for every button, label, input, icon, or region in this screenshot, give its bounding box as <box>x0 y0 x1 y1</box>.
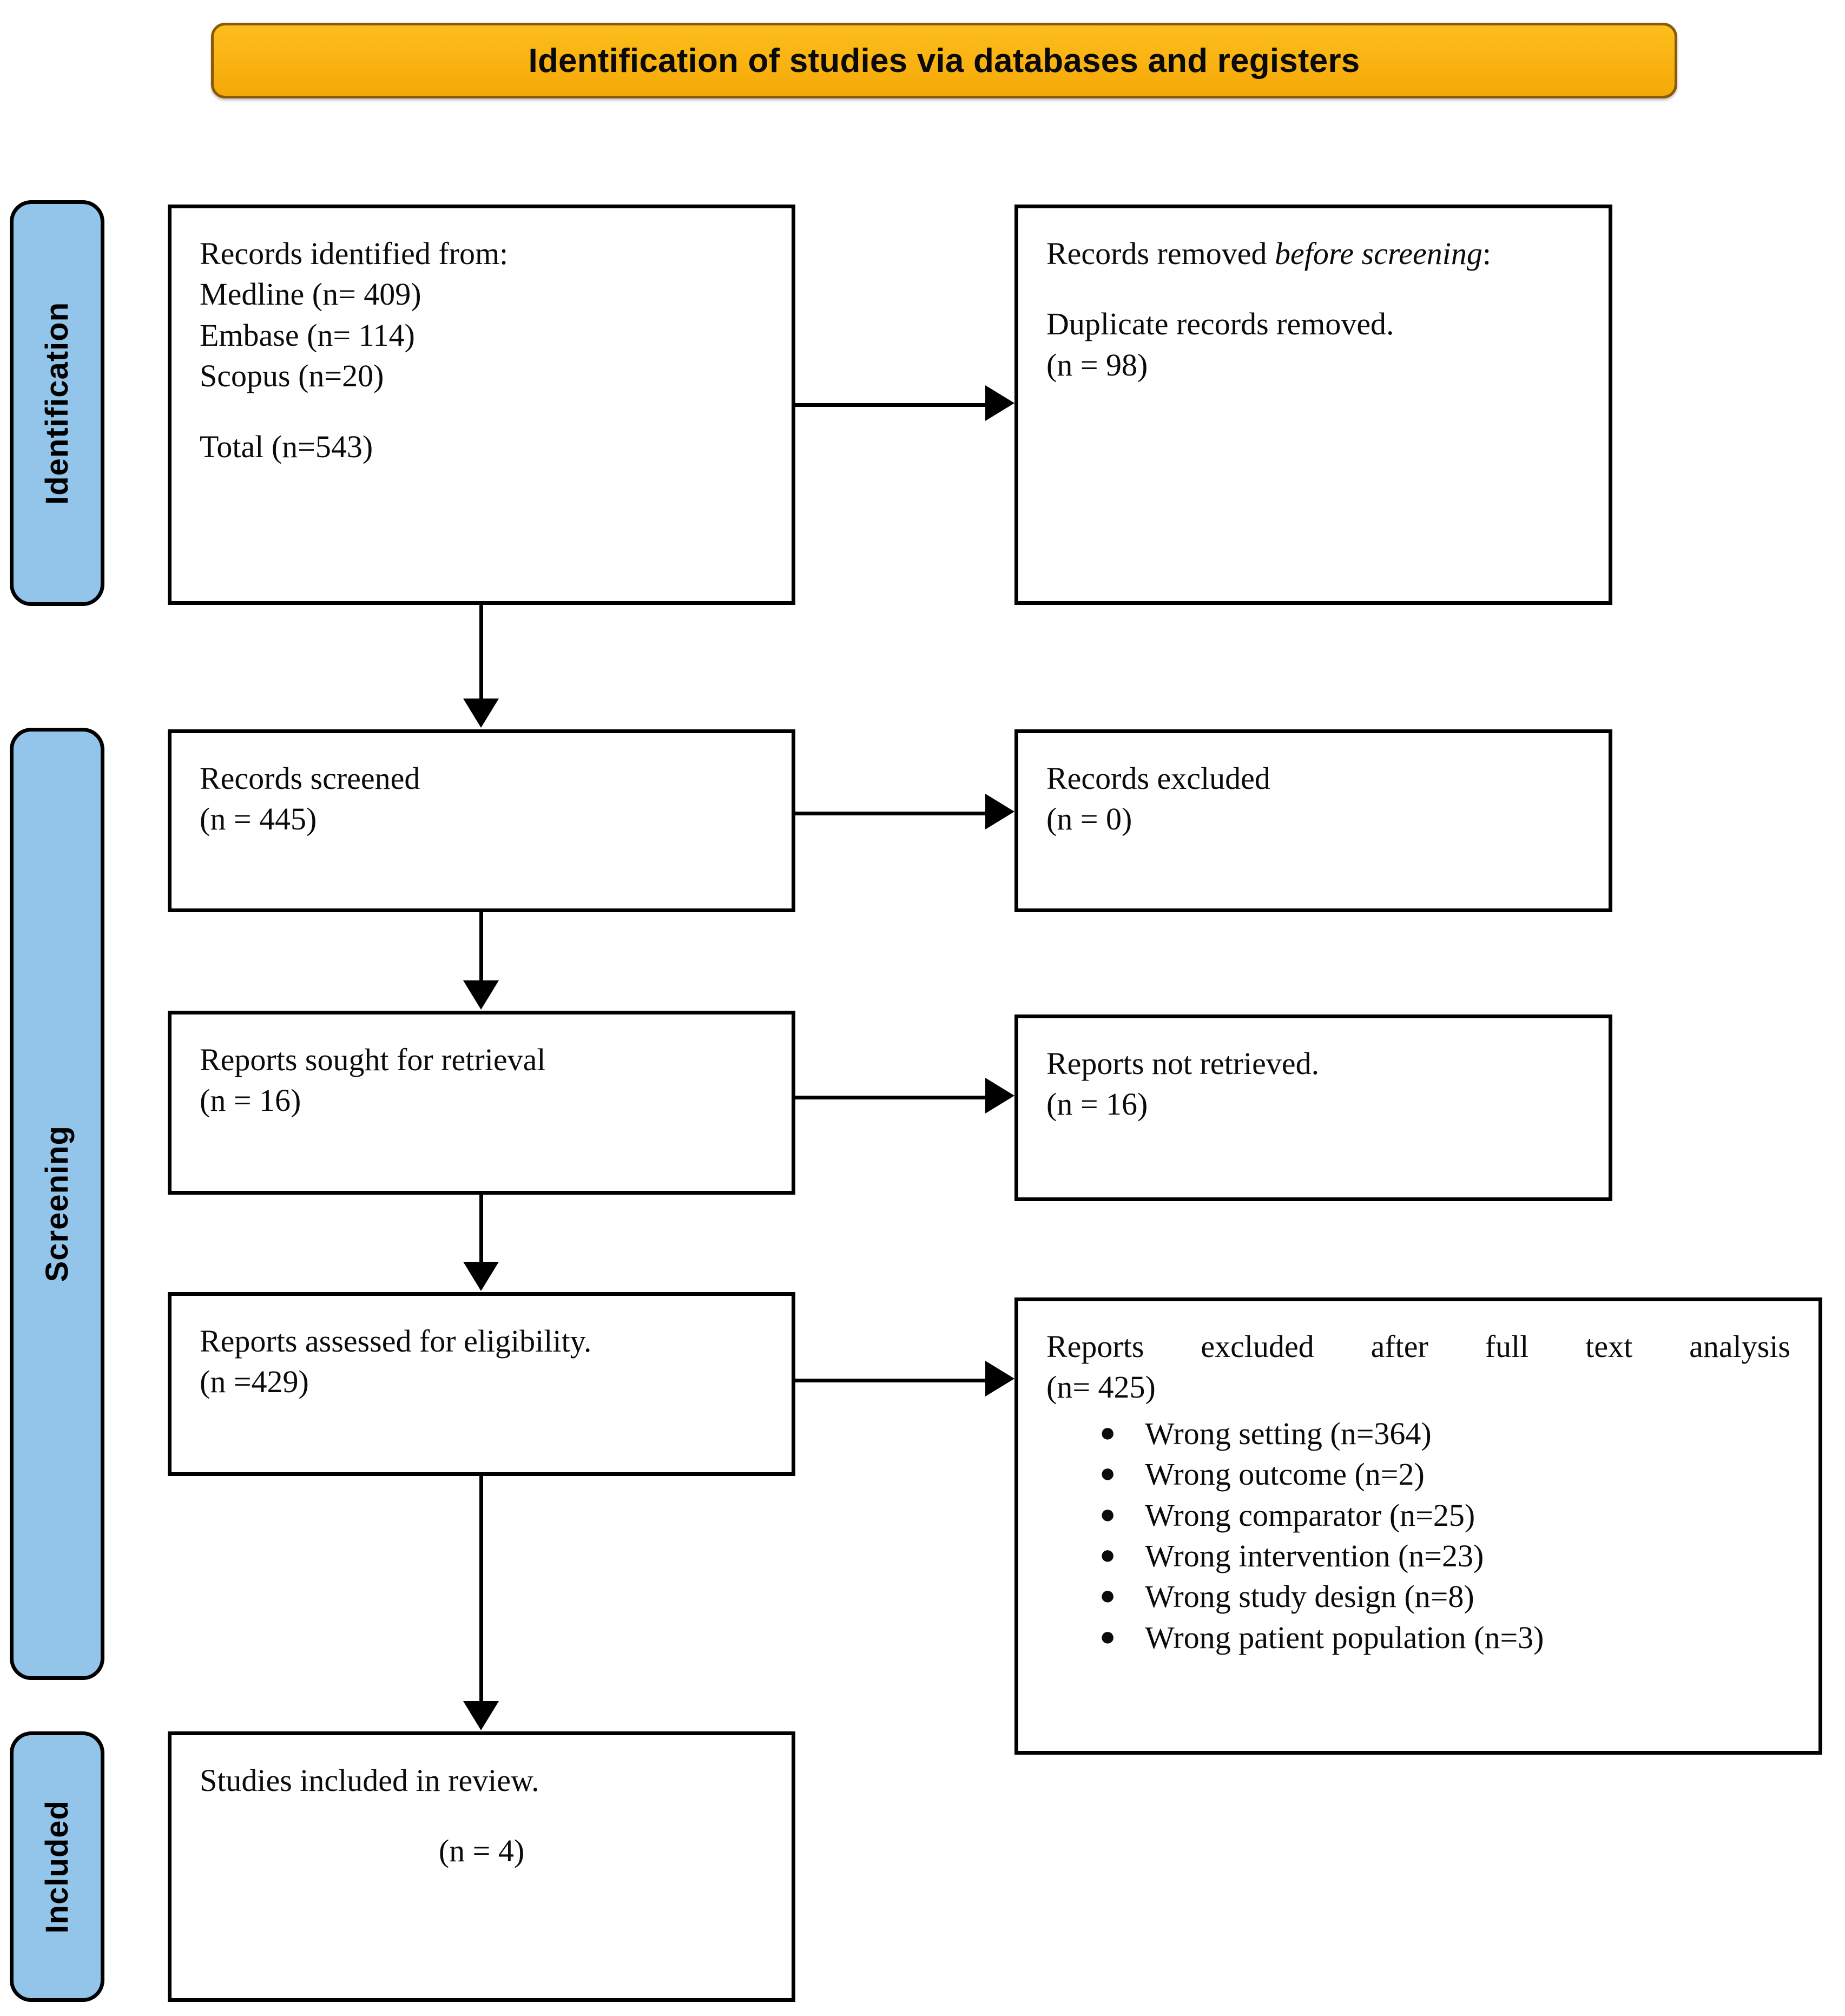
records-screened-label: Records screened <box>200 761 420 796</box>
list-item: ● Wrong intervention (n=23) <box>1099 1536 1790 1576</box>
records-identified-medline: Medline (n= 409) <box>200 276 421 312</box>
reports-sought-count: (n = 16) <box>200 1083 301 1118</box>
list-item: ● Wrong setting (n=364) <box>1099 1413 1790 1454</box>
bullet-icon: ● <box>1099 1417 1116 1447</box>
exclusion-reason-label: Wrong intervention (n=23) <box>1145 1538 1484 1573</box>
duplicate-records-removed-count: (n = 98) <box>1046 347 1148 383</box>
records-identified-scopus: Scopus (n=20) <box>200 358 384 394</box>
box-records-identified: Records identified from: Medline (n= 409… <box>168 205 795 605</box>
reports-not-retrieved-count: (n = 16) <box>1046 1086 1148 1122</box>
duplicate-records-removed-label: Duplicate records removed. <box>1046 306 1394 342</box>
bullet-icon: ● <box>1099 1498 1116 1529</box>
records-removed-heading: Records removed before screening: <box>1046 233 1580 274</box>
bullet-icon: ● <box>1099 1458 1116 1488</box>
connector-identified-to-screened <box>479 605 483 700</box>
arrowhead-right-icon <box>985 1078 1014 1114</box>
box-reports-assessed: Reports assessed for eligibility. (n =42… <box>168 1292 795 1476</box>
box-records-screened: Records screened (n = 445) <box>168 729 795 912</box>
exclusion-reason-label: Wrong patient population (n=3) <box>1145 1619 1544 1655</box>
list-item: ● Wrong study design (n=8) <box>1099 1576 1790 1617</box>
stage-label-identification: Identification <box>39 301 75 505</box>
arrowhead-right-icon <box>985 794 1014 829</box>
reports-assessed-label: Reports assessed for eligibility. <box>200 1323 592 1359</box>
box-reports-sought: Reports sought for retrieval (n = 16) <box>168 1011 795 1195</box>
stage-bar-identification: Identification <box>10 200 104 606</box>
bullet-icon: ● <box>1099 1539 1116 1570</box>
records-identified-embase: Embase (n= 114) <box>200 317 415 353</box>
stage-label-included: Included <box>39 1800 75 1934</box>
exclusion-reason-label: Wrong comparator (n=25) <box>1145 1497 1475 1533</box>
spacer <box>200 397 763 426</box>
reports-not-retrieved-label: Reports not retrieved. <box>1046 1046 1320 1081</box>
arrowhead-down-icon <box>463 980 499 1010</box>
spacer <box>1046 274 1580 304</box>
records-removed-heading-emphasis: before screening <box>1274 236 1482 271</box>
arrowhead-down-icon <box>463 699 499 728</box>
full-text-excluded-heading: Reports excluded after full text analysi… <box>1046 1329 1790 1364</box>
exclusion-reason-list: ● Wrong setting (n=364) ● Wrong outcome (n… <box>1046 1413 1790 1658</box>
records-removed-heading-prefix: Records removed <box>1046 236 1275 271</box>
reports-sought-label: Reports sought for retrieval <box>200 1042 546 1077</box>
connector-identified-to-removed <box>795 403 985 407</box>
arrowhead-right-icon <box>985 1361 1014 1396</box>
list-item: ● Wrong comparator (n=25) <box>1099 1495 1790 1536</box>
list-item: ● Wrong outcome (n=2) <box>1099 1454 1790 1494</box>
records-removed-heading-suffix: : <box>1482 236 1491 271</box>
diagram-title-text: Identification of studies via databases … <box>528 42 1360 80</box>
list-item: ● Wrong patient population (n=3) <box>1099 1617 1790 1658</box>
stage-bar-included: Included <box>10 1731 104 2002</box>
box-records-removed: Records removed before screening: Duplic… <box>1014 205 1612 605</box>
studies-included-label: Studies included in review. <box>200 1763 539 1798</box>
arrowhead-down-icon <box>463 1701 499 1730</box>
connector-assessed-to-full-text-excluded <box>795 1379 985 1382</box>
stage-label-screening: Screening <box>39 1125 75 1282</box>
connector-screened-to-excluded <box>795 812 985 815</box>
studies-included-count: (n = 4) <box>438 1833 525 1869</box>
box-records-excluded: Records excluded (n = 0) <box>1014 729 1612 912</box>
records-excluded-label: Records excluded <box>1046 761 1270 796</box>
records-screened-count: (n = 445) <box>200 801 317 837</box>
arrowhead-down-icon <box>463 1262 499 1291</box>
connector-screened-to-sought <box>479 912 483 981</box>
full-text-excluded-count: (n= 425) <box>1046 1369 1156 1405</box>
reports-assessed-count: (n =429) <box>200 1364 309 1400</box>
box-reports-not-retrieved: Reports not retrieved. (n = 16) <box>1014 1014 1612 1201</box>
exclusion-reason-label: Wrong outcome (n=2) <box>1145 1457 1425 1492</box>
bullet-icon: ● <box>1099 1580 1116 1611</box>
connector-sought-to-not-retrieved <box>795 1096 985 1099</box>
connector-assessed-to-included <box>479 1476 483 1702</box>
box-studies-included: Studies included in review. (n = 4) <box>168 1731 795 2002</box>
stage-bar-screening: Screening <box>10 728 104 1680</box>
records-identified-heading: Records identified from: <box>200 236 509 271</box>
exclusion-reason-label: Wrong setting (n=364) <box>1145 1415 1432 1451</box>
connector-sought-to-assessed <box>479 1195 483 1263</box>
records-identified-total: Total (n=543) <box>200 429 373 464</box>
bullet-icon: ● <box>1099 1620 1116 1651</box>
box-reports-excluded-full-text: Reports excluded after full text analysi… <box>1014 1297 1822 1755</box>
records-excluded-count: (n = 0) <box>1046 801 1132 837</box>
arrowhead-right-icon <box>985 385 1014 421</box>
exclusion-reason-label: Wrong study design (n=8) <box>1145 1579 1474 1615</box>
diagram-title-banner: Identification of studies via databases … <box>211 23 1677 98</box>
